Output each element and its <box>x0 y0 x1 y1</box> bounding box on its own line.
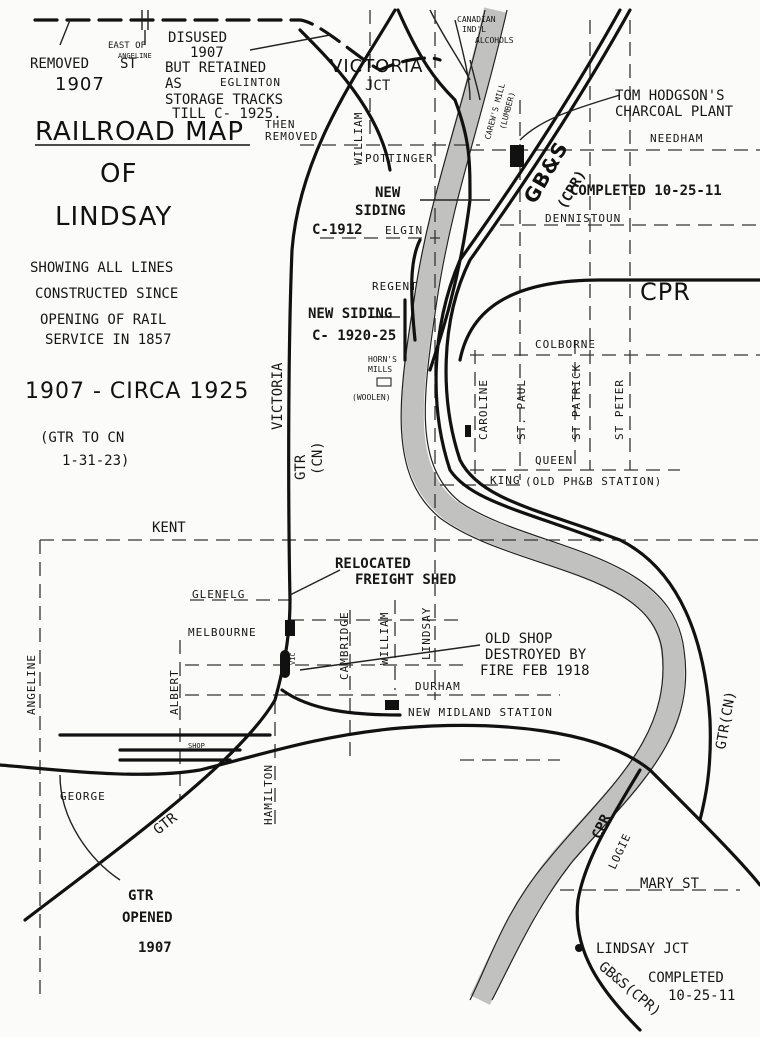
old-station-label: (OLD PH&B STATION) <box>525 475 662 488</box>
victoria-jct-label: JCT <box>365 78 391 94</box>
street-victoria-short: VIC <box>289 652 297 665</box>
street-albert: ALBERT <box>168 669 181 715</box>
street-st-patrick: ST PATRICK <box>570 364 583 440</box>
street-needham: NEEDHAM <box>650 132 703 145</box>
disused-note: AS <box>165 76 182 92</box>
old-shop-note: OLD SHOP <box>485 631 552 647</box>
canadian-alcohols-label: CANADIAN <box>457 15 496 24</box>
freight-shed-note: FREIGHT SHED <box>355 572 456 588</box>
street-caroline: CAROLINE <box>477 379 490 440</box>
street-lindsay: LINDSAY <box>420 607 433 660</box>
gtr-note: 1-31-23) <box>62 453 129 469</box>
gtr-opened-note: 1907 <box>138 940 172 956</box>
freight-shed-note: RELOCATED <box>335 556 411 572</box>
freight-shed-building <box>285 620 295 636</box>
street-pottinger: POTTINGER <box>365 152 434 165</box>
map-title-lindsay: LINDSAY <box>55 202 172 232</box>
new-midland-station-label: NEW MIDLAND STATION <box>408 706 553 719</box>
map-title: RAILROAD MAP <box>35 117 244 147</box>
map-title-of: OF <box>100 159 137 189</box>
gtr-cn-right-label: GTR(CN) <box>713 690 739 751</box>
shop-label: SHOP <box>188 742 205 750</box>
street-regent: REGENT <box>372 280 418 293</box>
horns-mills-label: MILLS <box>368 365 392 374</box>
east-of-note: ANGELINE <box>118 52 152 60</box>
street-elgin: ELGIN <box>385 224 423 237</box>
victoria-jct-label: VICTORIA <box>330 56 423 77</box>
street-hamilton: HAMILTON <box>262 764 275 825</box>
old-shop-note: FIRE FEB 1918 <box>480 663 590 679</box>
street-glenelg: GLENELG <box>192 588 245 601</box>
subtitle-line: OPENING OF RAIL <box>40 312 166 328</box>
street-cambridge: CAMBRIDGE <box>338 611 351 680</box>
annotation-arrows <box>59 19 621 881</box>
street-st-peter: ST PETER <box>613 379 626 440</box>
new-siding-note: NEW SIDING <box>308 306 392 322</box>
street-st-paul: ST. PAUL <box>515 379 528 440</box>
street-angeline: ANGELINE <box>25 654 38 715</box>
street-colborne: COLBORNE <box>535 338 596 351</box>
rail-lines <box>0 8 760 1032</box>
lindsay-jct-marker <box>575 944 583 952</box>
street-king: KING <box>490 474 521 487</box>
gtr-opened-note: OPENED <box>122 910 173 926</box>
new-midland-station-building <box>385 700 399 710</box>
disused-note: THEN <box>265 118 296 131</box>
street-melbourne: MELBOURNE <box>188 626 257 639</box>
period-label: 1907 - CIRCA 1925 <box>25 379 249 404</box>
street-dennistoun: DENNISTOUN <box>545 212 621 225</box>
charcoal-plant-building <box>510 145 524 167</box>
station-building <box>465 425 471 437</box>
subtitle-line: CONSTRUCTED SINCE <box>35 286 178 302</box>
street-durham: DURHAM <box>415 680 461 693</box>
street-eglinton: EGLINTON <box>220 76 281 89</box>
horns-mills-label: HORN'S <box>368 355 397 364</box>
gtr-cn-label: GTR <box>293 454 309 480</box>
canadian-alcohols-label: IND'L <box>462 25 486 34</box>
disused-note: STORAGE TRACKS <box>165 92 283 108</box>
east-of-note: ST <box>120 56 137 72</box>
horns-mills-building <box>376 377 392 387</box>
street-william-south: WILLIAM <box>378 612 391 665</box>
disused-note: BUT RETAINED <box>165 60 266 76</box>
completed-bottom-note: COMPLETED <box>648 970 724 986</box>
lindsay-jct-label: LINDSAY JCT <box>596 941 689 957</box>
disused-note: DISUSED <box>168 30 227 46</box>
old-shop-building <box>280 650 290 678</box>
gtr-note: (GTR TO CN <box>40 430 124 446</box>
old-shop-note: DESTROYED BY <box>485 647 587 663</box>
street-william-north: WILLIAM <box>352 112 365 165</box>
gtr-cn-label: (CN) <box>310 441 326 475</box>
new-siding-note: C- 1920-25 <box>312 328 396 344</box>
east-of-note: EAST OF <box>108 41 146 51</box>
scugog-river <box>400 7 687 1005</box>
charcoal-plant-label: TOM HODGSON'S <box>615 88 725 104</box>
horns-mills-label: (WOOLEN) <box>352 393 391 402</box>
removed-year: 1907 <box>55 74 105 95</box>
cpr-label: CPR <box>640 278 691 306</box>
street-queen: QUEEN <box>535 454 573 467</box>
street-logie: LOGIE <box>606 831 634 871</box>
completed-bottom-note: 10-25-11 <box>668 988 735 1004</box>
gtr-opened-note: GTR <box>128 888 154 904</box>
street-mary: MARY ST <box>640 876 700 892</box>
disused-note: REMOVED <box>265 130 318 143</box>
gtr-label: GTR <box>151 810 181 839</box>
disused-note: TILL C- 1925. <box>172 106 282 122</box>
street-george: GEORGE <box>60 790 106 803</box>
canadian-alcohols-label: ALCOHOLS <box>475 36 514 45</box>
new-siding-note: C-1912 <box>312 222 363 238</box>
completed-note: COMPLETED 10-25-11 <box>570 183 722 199</box>
new-siding-note: SIDING <box>355 203 406 219</box>
street-victoria: VICTORIA <box>270 362 286 430</box>
disused-note: 1907 <box>190 45 224 61</box>
charcoal-plant-label: CHARCOAL PLANT <box>615 104 734 120</box>
subtitle-line: SERVICE IN 1857 <box>45 332 171 348</box>
new-siding-note: NEW <box>375 185 401 201</box>
subtitle-line: SHOWING ALL LINES <box>30 260 173 276</box>
removed-note: REMOVED <box>30 56 89 72</box>
street-kent: KENT <box>152 520 186 536</box>
